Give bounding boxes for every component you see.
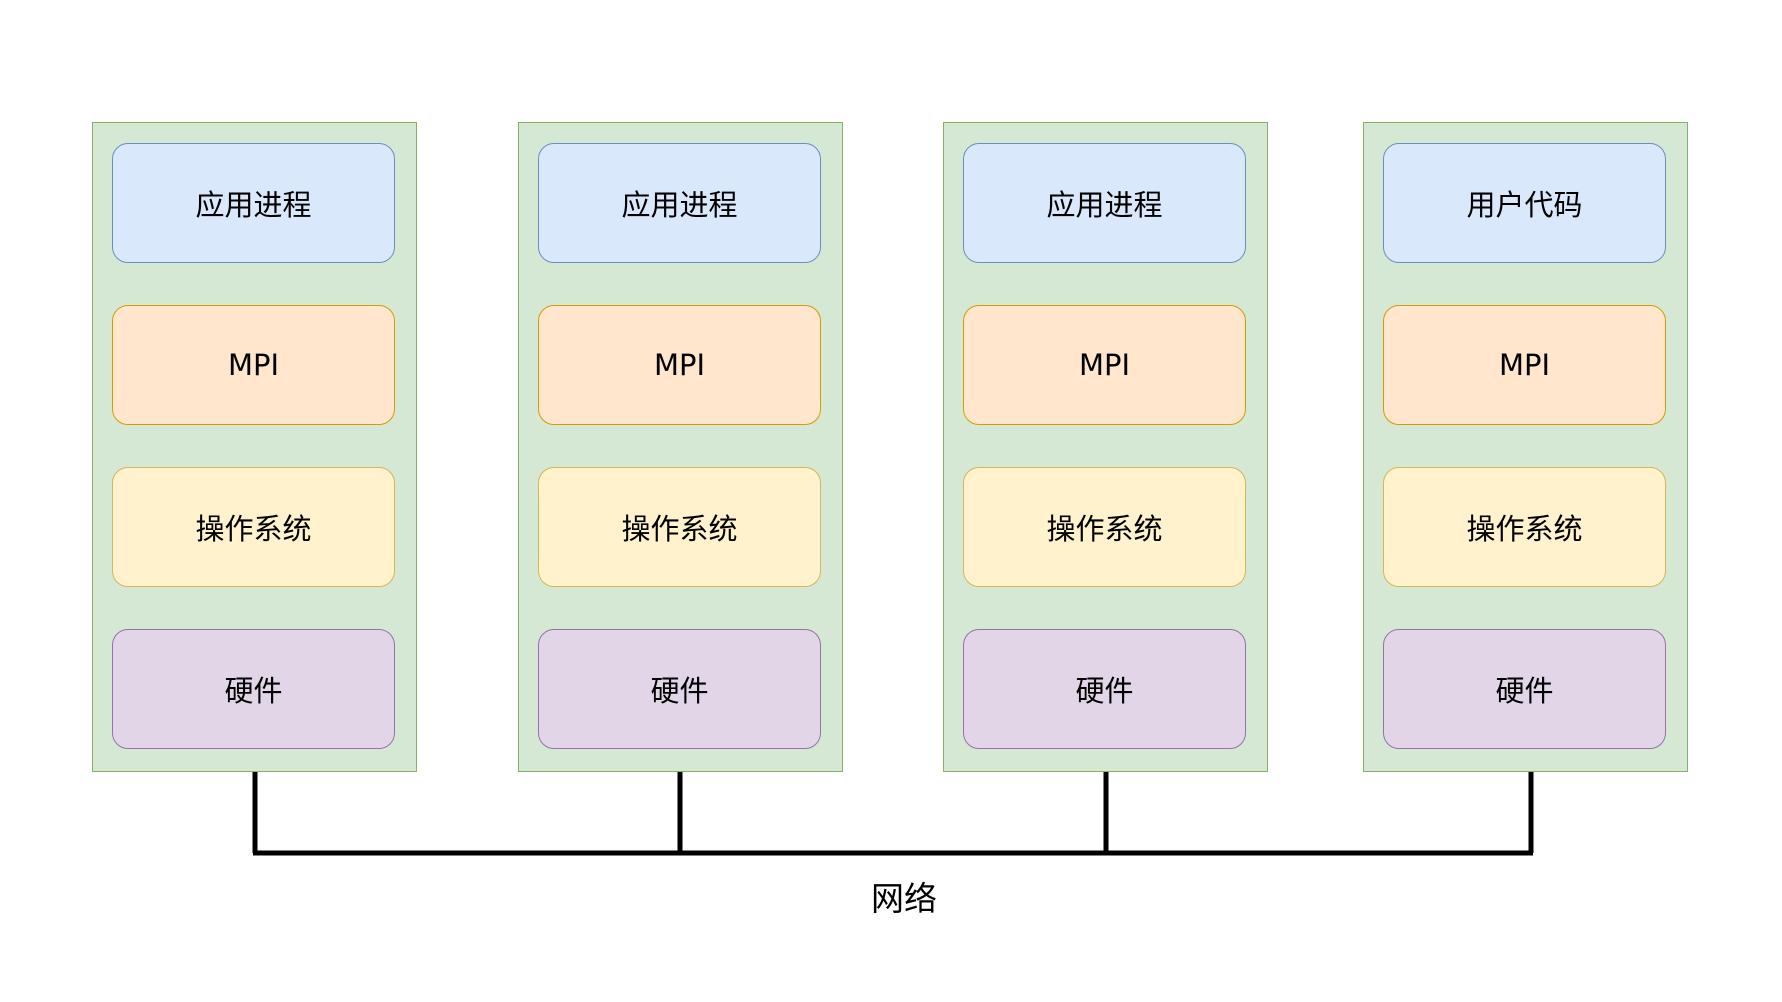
- layer-mpi: MPI: [963, 305, 1246, 425]
- layer-hardware: 硬件: [112, 629, 395, 749]
- node-1: 应用进程 MPI 操作系统 硬件: [92, 122, 417, 772]
- layer-hardware: 硬件: [1383, 629, 1666, 749]
- network-label: 网络: [871, 879, 937, 918]
- node-4: 用户代码 MPI 操作系统 硬件: [1363, 122, 1688, 772]
- layer-hardware: 硬件: [963, 629, 1246, 749]
- layer-mpi: MPI: [1383, 305, 1666, 425]
- layer-hardware: 硬件: [538, 629, 821, 749]
- layer-mpi: MPI: [538, 305, 821, 425]
- layer-application: 应用进程: [963, 143, 1246, 263]
- layer-application: 应用进程: [538, 143, 821, 263]
- layer-application: 应用进程: [112, 143, 395, 263]
- layer-mpi: MPI: [112, 305, 395, 425]
- layer-user-code: 用户代码: [1383, 143, 1666, 263]
- layer-os: 操作系统: [1383, 467, 1666, 587]
- layer-os: 操作系统: [112, 467, 395, 587]
- node-2: 应用进程 MPI 操作系统 硬件: [518, 122, 843, 772]
- layer-os: 操作系统: [963, 467, 1246, 587]
- node-3: 应用进程 MPI 操作系统 硬件: [943, 122, 1268, 772]
- layer-os: 操作系统: [538, 467, 821, 587]
